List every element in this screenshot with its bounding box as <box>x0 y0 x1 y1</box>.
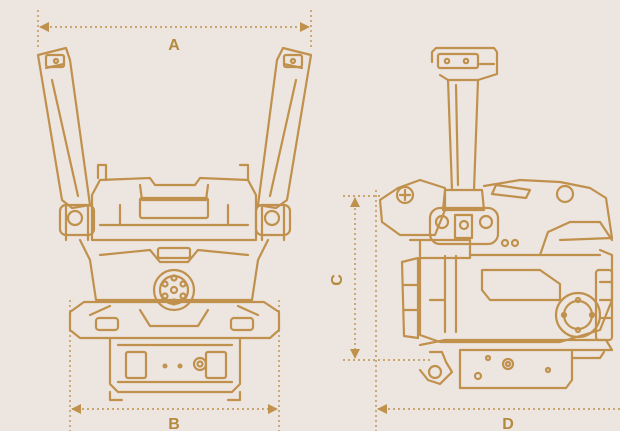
dimension-a-label: A <box>168 37 180 54</box>
side-view-drawing <box>378 46 614 390</box>
dimension-a <box>37 10 312 50</box>
dimension-d <box>375 190 620 431</box>
dimension-c-label: C <box>329 274 346 286</box>
dimension-b <box>69 300 280 431</box>
front-view-drawing <box>36 46 313 402</box>
dimension-b-label: B <box>168 416 180 431</box>
dimension-c <box>343 195 430 361</box>
dimension-d-label: D <box>502 416 514 431</box>
